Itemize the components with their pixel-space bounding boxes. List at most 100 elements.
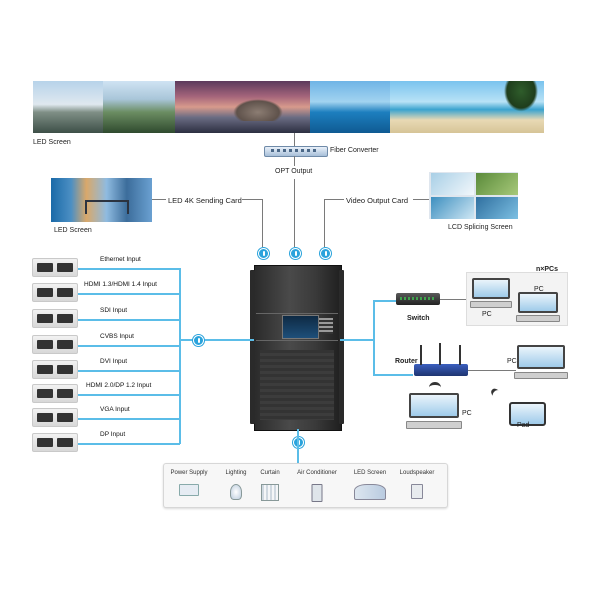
lcd-tile-3 [431, 197, 474, 219]
led-screen-panorama [33, 81, 544, 133]
chassis-buttons [319, 318, 333, 334]
control-label-5: LED Screen [353, 470, 387, 476]
chassis-panel-strip [256, 313, 338, 341]
input-device-part-icon [57, 340, 73, 349]
input-device-8-icon [32, 433, 78, 452]
wire-to-switch [373, 300, 396, 302]
chassis-handle-right [339, 270, 344, 424]
input-device-part-icon [37, 340, 53, 349]
input-device-part-icon [37, 263, 53, 272]
fiber-converter-label: Fiber Converter [330, 147, 379, 154]
wire-led-card-h [152, 199, 166, 200]
wire-input-3 [78, 319, 180, 321]
input-device-part-icon [37, 314, 53, 323]
input-device-7-icon [32, 408, 78, 427]
wire-opt [294, 179, 295, 247]
input-device-part-icon [57, 413, 73, 422]
wire-input-4 [78, 345, 180, 347]
pc-label-2: PC [534, 286, 544, 293]
pc-2-icon [515, 292, 561, 322]
panel-rock [233, 99, 283, 121]
control-label-4: Air Conditioner [297, 470, 337, 476]
pc-label-1: PC [482, 311, 492, 318]
control-panel: Power Supply Lighting Curtain Air Condition… [163, 463, 448, 508]
chassis-handle-left [250, 270, 255, 424]
wire-input-main [181, 339, 254, 341]
npcs-label: n×PCs [536, 266, 558, 273]
input-device-6-icon [32, 384, 78, 403]
input-label-8: DP Input [100, 431, 126, 438]
opt-output-label: OPT Output [275, 168, 313, 175]
wire-network-bus [373, 300, 375, 375]
input-label-6: HDMI 2.0/DP 1.2 Input [86, 382, 152, 389]
input-device-part-icon [37, 365, 53, 374]
fiber-converter-ports [271, 149, 319, 152]
input-label-7: VGA Input [100, 406, 130, 413]
wire-input-bus [179, 268, 181, 444]
wire-fiber-up [294, 133, 295, 146]
wire-led-card-h2 [242, 199, 262, 200]
input-device-part-icon [57, 314, 73, 323]
input-label-5: DVI Input [100, 358, 128, 365]
pad-icon [509, 402, 546, 426]
air-conditioner-icon [311, 484, 323, 502]
wire-network-main [340, 339, 374, 341]
palm-tree [501, 81, 541, 115]
wifi-icon-2 [489, 386, 503, 401]
video-output-card-label: Video Output Card [346, 196, 408, 205]
wire-fiber-down [294, 156, 295, 166]
pc-label-4: PC [462, 410, 472, 417]
led-screen-small-label: LED Screen [54, 227, 92, 234]
control-label-2: Lighting [225, 470, 247, 476]
input-label-1: Ethernet Input [100, 256, 141, 263]
wire-control [297, 429, 299, 463]
router-label: Router [395, 358, 418, 365]
input-device-3-icon [32, 309, 78, 328]
chassis-lcd-panel [282, 315, 319, 339]
panel-hills [103, 81, 175, 133]
lcd-tile-2 [476, 173, 518, 195]
wifi-icon [429, 382, 441, 393]
input-device-part-icon [37, 288, 53, 297]
input-device-part-icon [37, 413, 53, 422]
input-device-part-icon [57, 365, 73, 374]
pc-3-icon [514, 345, 568, 379]
wire-input-7 [78, 418, 180, 420]
input-device-part-icon [57, 263, 73, 272]
wire-input-1 [78, 268, 180, 270]
connector-video-card-icon [320, 248, 331, 259]
input-device-part-icon [57, 288, 73, 297]
input-label-2: HDMI 1.3/HDMI 1.4 Input [84, 281, 157, 288]
curtain-icon [261, 484, 279, 501]
wire-video-card-h2 [324, 199, 344, 200]
pc-4-icon [406, 393, 462, 429]
wire-input-5 [78, 370, 180, 372]
connector-input-icon [193, 335, 204, 346]
input-label-3: SDI Input [100, 307, 128, 314]
panel-ocean [310, 81, 390, 133]
loudspeaker-icon [411, 484, 423, 499]
bridge-silhouette [85, 200, 129, 214]
wire-to-router [373, 374, 413, 376]
switch-ports [400, 297, 436, 300]
router-antenna-1 [420, 345, 422, 365]
wire-video-card-h [413, 199, 429, 200]
input-label-4: CVBS Input [100, 333, 134, 340]
connector-led-card-icon [258, 248, 269, 259]
input-device-2-icon [32, 283, 78, 302]
wire-switch-pcs [440, 299, 466, 300]
wire-input-8 [78, 443, 180, 445]
wire-input-2 [78, 293, 180, 295]
router-antenna-3 [459, 345, 461, 365]
pad-label: Pad [517, 422, 530, 429]
control-label-3: Curtain [260, 470, 280, 476]
input-device-part-icon [57, 438, 73, 447]
power-supply-icon [179, 484, 199, 496]
wire-led-card-v [262, 199, 263, 247]
connector-opt-icon [290, 248, 301, 259]
input-device-part-icon [57, 389, 73, 398]
switch-label: Switch [407, 315, 430, 322]
control-label-1: Power Supply [170, 470, 208, 476]
chassis-vent [260, 350, 334, 420]
wire-video-card-v [324, 199, 325, 247]
